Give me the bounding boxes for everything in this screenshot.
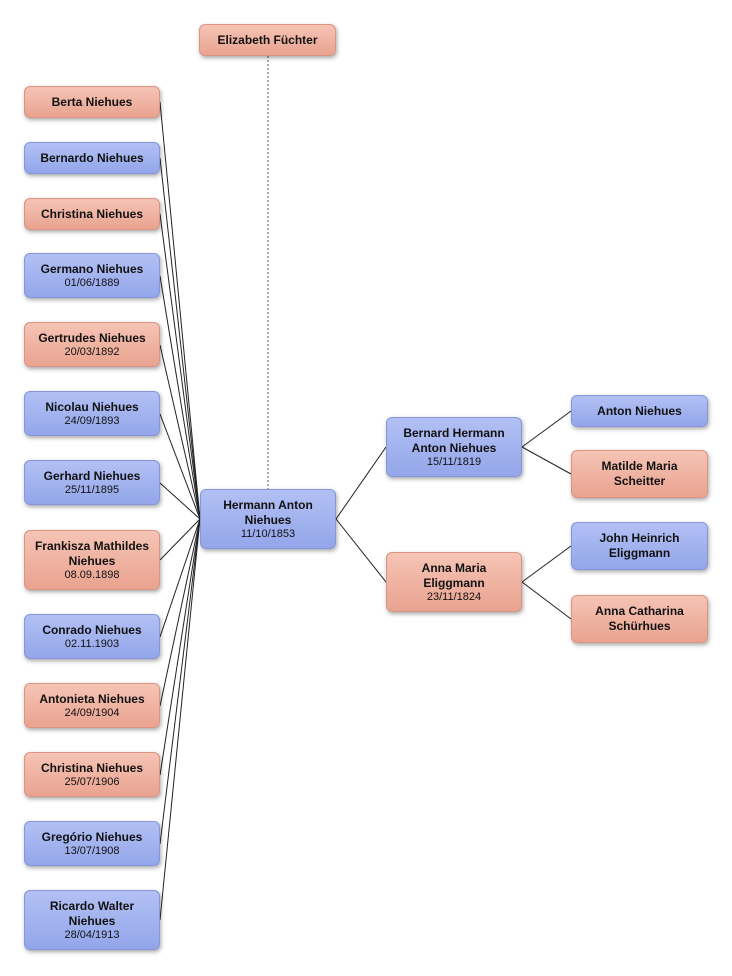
child-connector bbox=[159, 518, 201, 638]
child-connector bbox=[159, 213, 201, 520]
child-date: 20/03/1892 bbox=[64, 345, 120, 358]
child-connector bbox=[159, 518, 201, 707]
grandparent-node[interactable]: Anna Catharina Schürhues bbox=[571, 595, 708, 643]
grandparent-node[interactable]: John Heinrich Eliggmann bbox=[571, 522, 708, 570]
child-date: 24/09/1904 bbox=[64, 706, 120, 719]
child-name: Bernardo Niehues bbox=[40, 150, 144, 165]
grandparent-name: Anton Niehues bbox=[597, 403, 682, 418]
child-name: Germano Niehues bbox=[40, 261, 144, 276]
child-node[interactable]: Gertrudes Niehues 20/03/1892 bbox=[24, 322, 160, 367]
child-node[interactable]: Conrado Niehues 02.11.1903 bbox=[24, 614, 160, 659]
child-node[interactable]: Gregório Niehues 13/07/1908 bbox=[24, 821, 160, 866]
parent-name: Bernard Hermann Anton Niehues bbox=[403, 425, 505, 455]
grandparent-name: Matilde Maria Scheitter bbox=[601, 459, 678, 488]
child-connector bbox=[159, 518, 201, 845]
parent-node-mother[interactable]: Anna Maria Eliggmann 23/11/1824 bbox=[386, 552, 522, 612]
grandparent-connector bbox=[521, 545, 572, 583]
parent-connector bbox=[335, 518, 387, 583]
spouse-node[interactable]: Elizabeth Füchter bbox=[199, 24, 336, 56]
child-node[interactable]: Gerhard Niehues 25/11/1895 bbox=[24, 460, 160, 505]
child-date: 13/07/1908 bbox=[64, 844, 120, 857]
parent-connector bbox=[335, 446, 387, 520]
child-node[interactable]: Christina Niehues bbox=[24, 198, 160, 230]
child-date: 25/11/1895 bbox=[64, 483, 120, 496]
child-date: 01/06/1889 bbox=[64, 276, 120, 289]
child-name: Gertrudes Niehues bbox=[38, 330, 146, 345]
child-date: 28/04/1913 bbox=[64, 928, 120, 941]
grandparent-node[interactable]: Anton Niehues bbox=[571, 395, 708, 427]
child-name: Gerhard Niehues bbox=[43, 468, 141, 483]
child-connector bbox=[159, 482, 201, 520]
grandparent-name: Anna Catharina Schürhues bbox=[595, 604, 684, 633]
child-date: 08.09.1898 bbox=[64, 568, 120, 581]
child-connector bbox=[159, 101, 201, 520]
child-name: Frankisza Mathildes Niehues bbox=[34, 538, 150, 568]
grandparent-connector bbox=[521, 581, 572, 620]
grandparent-node[interactable]: Matilde Maria Scheitter bbox=[571, 450, 708, 498]
parent-node-father[interactable]: Bernard Hermann Anton Niehues 15/11/1819 bbox=[386, 417, 522, 477]
child-connector bbox=[159, 157, 201, 520]
child-connector bbox=[159, 413, 201, 520]
child-node[interactable]: Bernardo Niehues bbox=[24, 142, 160, 174]
child-name: Nicolau Niehues bbox=[45, 399, 139, 414]
subject-name: Hermann Anton Niehues bbox=[223, 497, 313, 527]
child-connector bbox=[159, 518, 201, 776]
grandparent-connector bbox=[521, 410, 572, 448]
child-name: Gregório Niehues bbox=[41, 829, 143, 844]
child-name: Ricardo Walter Niehues bbox=[49, 898, 135, 928]
child-node[interactable]: Berta Niehues bbox=[24, 86, 160, 118]
child-name: Christina Niehues bbox=[40, 206, 144, 221]
child-node[interactable]: Frankisza Mathildes Niehues 08.09.1898 bbox=[24, 530, 160, 590]
child-connector bbox=[159, 275, 201, 520]
child-node[interactable]: Ricardo Walter Niehues 28/04/1913 bbox=[24, 890, 160, 950]
child-date: 25/07/1906 bbox=[64, 775, 120, 788]
child-date: 24/09/1893 bbox=[64, 414, 120, 427]
parent-date: 15/11/1819 bbox=[426, 455, 482, 468]
spouse-name: Elizabeth Füchter bbox=[217, 32, 318, 47]
subject-node[interactable]: Hermann Anton Niehues 11/10/1853 bbox=[200, 489, 336, 549]
child-connector bbox=[159, 518, 201, 561]
parent-date: 23/11/1824 bbox=[426, 590, 482, 603]
child-connector bbox=[159, 518, 201, 921]
child-name: Christina Niehues bbox=[40, 760, 144, 775]
child-connector bbox=[159, 344, 201, 520]
child-date: 02.11.1903 bbox=[64, 637, 120, 650]
grandparent-connector bbox=[521, 446, 572, 475]
child-name: Berta Niehues bbox=[51, 94, 133, 109]
child-node[interactable]: Nicolau Niehues 24/09/1893 bbox=[24, 391, 160, 436]
child-node[interactable]: Christina Niehues 25/07/1906 bbox=[24, 752, 160, 797]
child-name: Antonieta Niehues bbox=[39, 691, 145, 706]
child-name: Conrado Niehues bbox=[42, 622, 142, 637]
grandparent-name: John Heinrich Eliggmann bbox=[599, 531, 680, 560]
parent-name: Anna Maria Eliggmann bbox=[421, 560, 487, 590]
child-node[interactable]: Antonieta Niehues 24/09/1904 bbox=[24, 683, 160, 728]
child-node[interactable]: Germano Niehues 01/06/1889 bbox=[24, 253, 160, 298]
subject-date: 11/10/1853 bbox=[240, 527, 296, 540]
